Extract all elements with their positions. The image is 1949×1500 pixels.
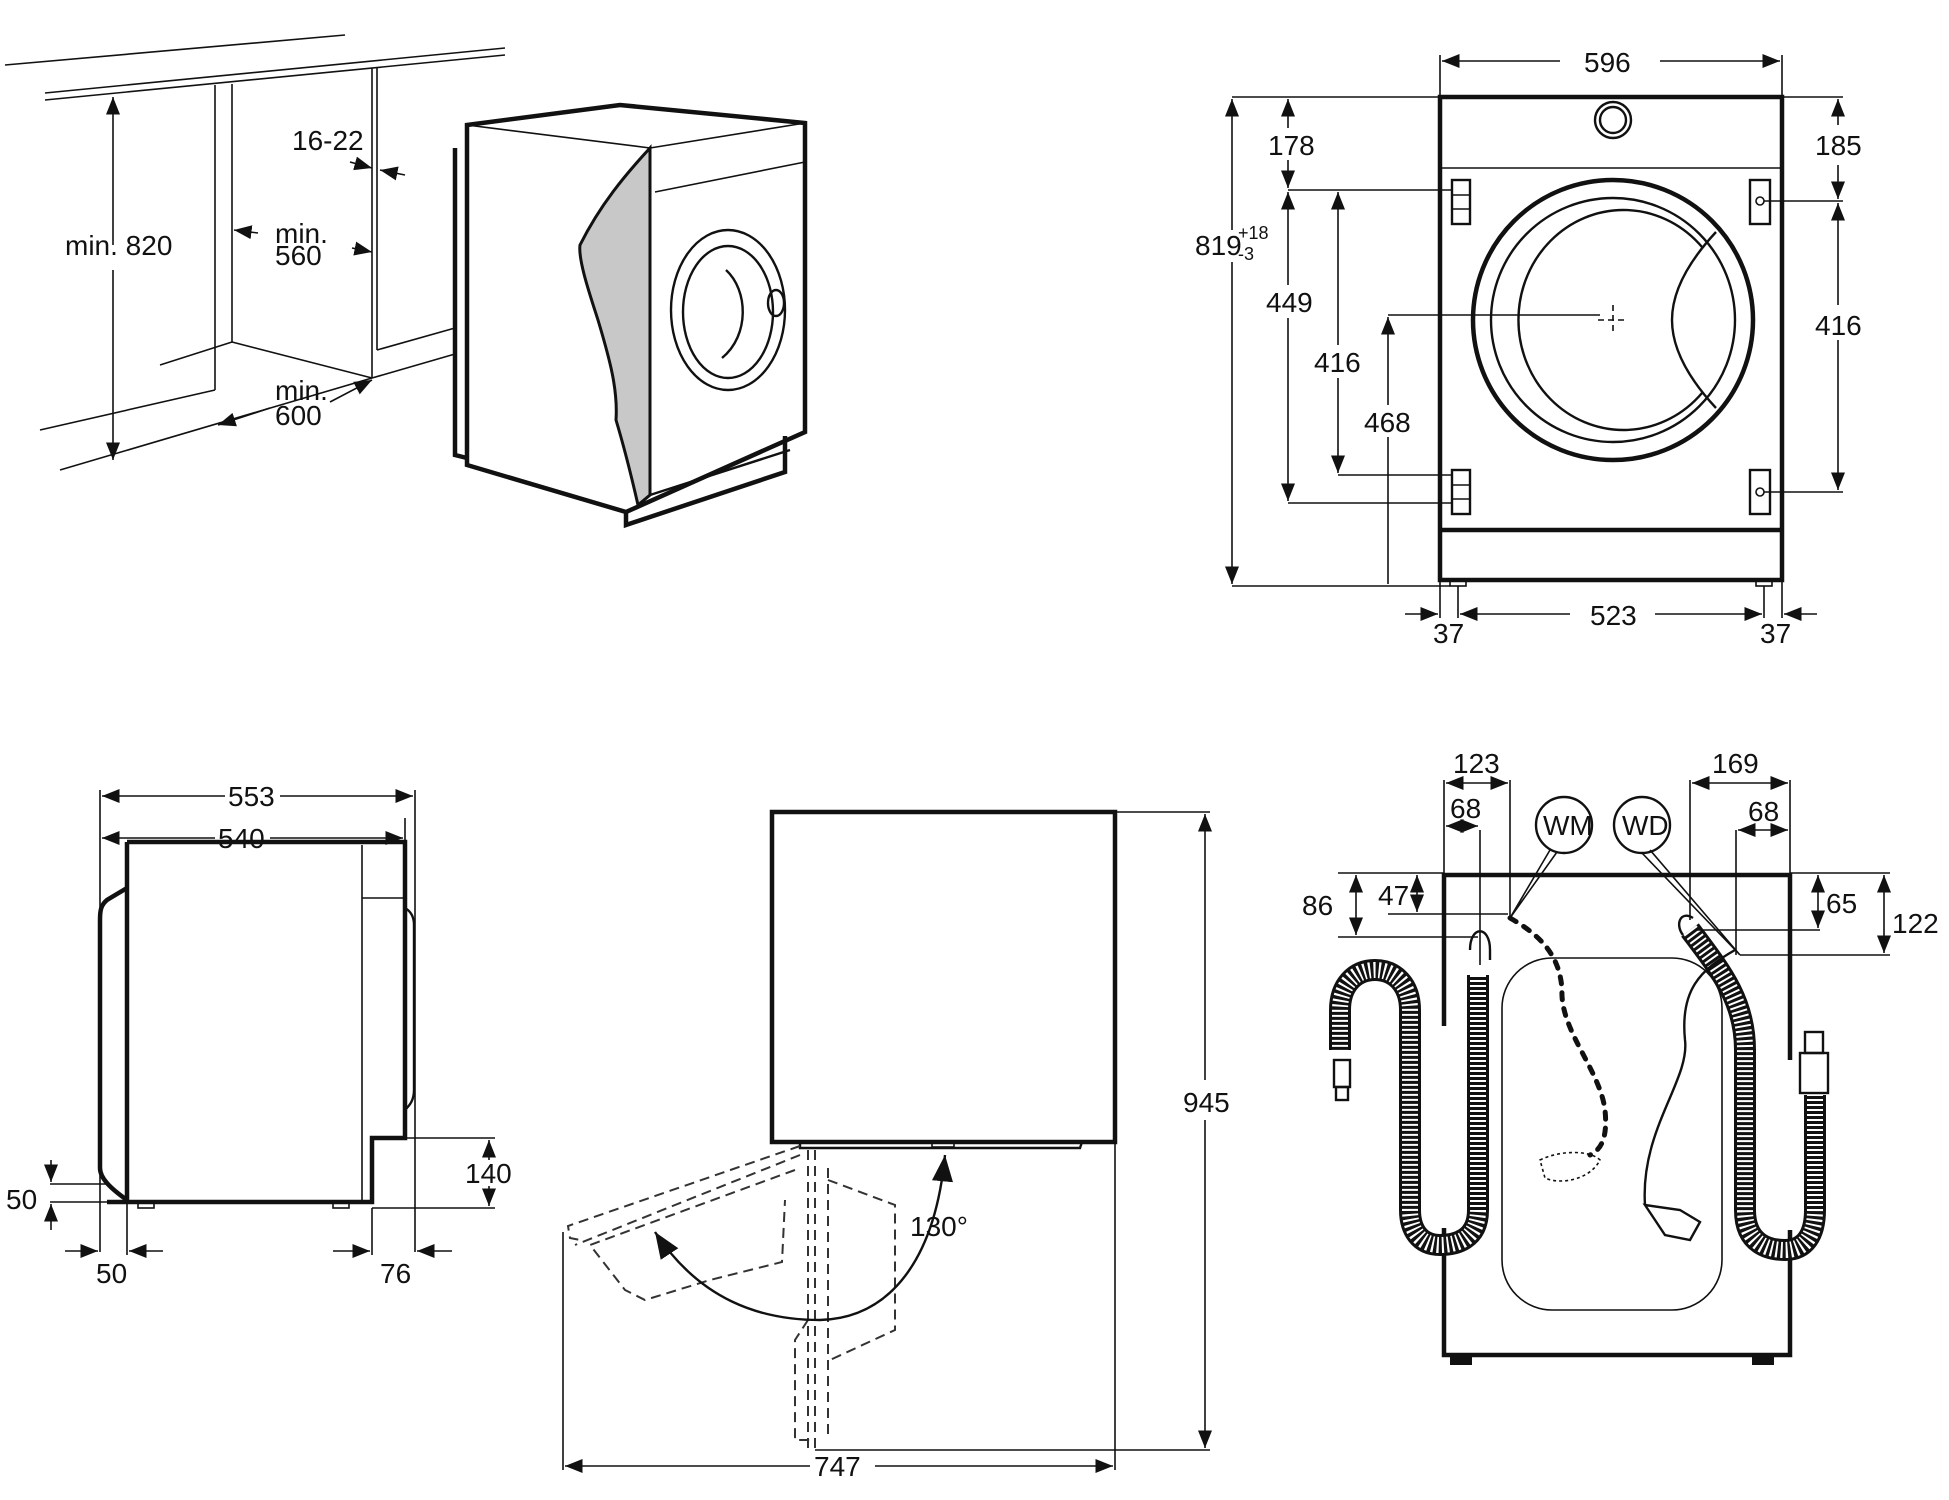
wm-callout-label: WM [1543, 810, 1593, 841]
side-view: 553 540 140 50 50 76 [6, 781, 512, 1289]
front-height-tol-minus: -3 [1238, 244, 1254, 264]
front-height-tol-plus: +18 [1238, 223, 1269, 243]
latch-right-top [1748, 178, 1772, 226]
front-outline [1437, 94, 1785, 583]
front-hinge-span-label: 449 [1266, 287, 1313, 318]
back-panel-recess [1501, 957, 1723, 1311]
niche-width-value-label: 560 [275, 240, 322, 271]
niche-view: min. 820 min. 560 16-22 min. 600 [4, 34, 808, 529]
side-recess-height-label: 140 [465, 1158, 512, 1189]
door-view-top-outline [769, 809, 1118, 1145]
open-door-outline [566, 1145, 896, 1450]
side-body-depth-label: 540 [218, 823, 265, 854]
door-angle-label: 130° [910, 1211, 968, 1242]
cabinet-side-right [59, 68, 456, 471]
panel-thickness-label: 16-22 [292, 125, 364, 156]
wm-power-cord [1507, 915, 1609, 1158]
front-width-label: 596 [1584, 47, 1631, 78]
door-handle [766, 288, 786, 318]
door-depth-label: 747 [814, 1451, 861, 1482]
hinge-left-top [1450, 178, 1472, 226]
porthole-inner [681, 244, 775, 380]
front-door-center-label: 468 [1364, 407, 1411, 438]
side-overall-depth-label: 553 [228, 781, 275, 812]
front-top-right-label: 185 [1815, 130, 1862, 161]
front-view: 596 819 +18 -3 178 449 416 468 [1195, 47, 1862, 649]
niche-depth-value-label: 600 [275, 400, 322, 431]
back-left-inner-label: 68 [1450, 793, 1481, 824]
niche-depth-min-label: min. [275, 375, 328, 406]
front-foot-span-label: 523 [1590, 600, 1637, 631]
back-view: WM WD 123 68 169 68 86 47 65 [1302, 748, 1939, 1365]
back-right-outer-label: 169 [1712, 748, 1759, 779]
countertop [4, 34, 506, 101]
side-front-offset-label: 50 [96, 1258, 127, 1289]
appliance-3d [452, 102, 808, 529]
back-right-inner-label: 68 [1748, 796, 1779, 827]
back-right-height-outer-label: 122 [1892, 908, 1939, 939]
wd-power-cord [1643, 948, 1736, 1206]
front-foot-right-label: 37 [1760, 618, 1791, 649]
front-right-span-label: 416 [1815, 310, 1862, 341]
back-right-height-inner-label: 65 [1826, 888, 1857, 919]
side-rear-offset-label: 76 [380, 1258, 411, 1289]
front-top-left-label: 178 [1268, 130, 1315, 161]
door-height-label: 945 [1183, 1087, 1230, 1118]
door-ring-outer [1470, 177, 1756, 463]
back-left-height-outer-label: 86 [1302, 890, 1333, 921]
drain-hose [1678, 914, 1830, 1262]
wm-callout [1534, 795, 1594, 855]
back-left-height-inner-label: 47 [1378, 880, 1409, 911]
side-door-bottom-offset-label: 50 [6, 1184, 37, 1215]
niche-width-min-label: min. [275, 218, 328, 249]
cabinet-side-left [39, 84, 233, 431]
front-height-label: 819 [1195, 230, 1242, 261]
front-foot-left-label: 37 [1433, 618, 1464, 649]
door-opening-view: 130° 945 747 [562, 809, 1230, 1482]
wd-callout-label: WD [1622, 810, 1669, 841]
inlet-hose [1329, 930, 1492, 1257]
back-left-outer-label: 123 [1453, 748, 1500, 779]
porthole-outer [669, 228, 787, 392]
hinge-left-bottom [1450, 468, 1472, 516]
niche-height-label: min. 820 [65, 230, 172, 261]
front-left-inner-label: 416 [1314, 347, 1361, 378]
program-knob [1593, 100, 1633, 140]
